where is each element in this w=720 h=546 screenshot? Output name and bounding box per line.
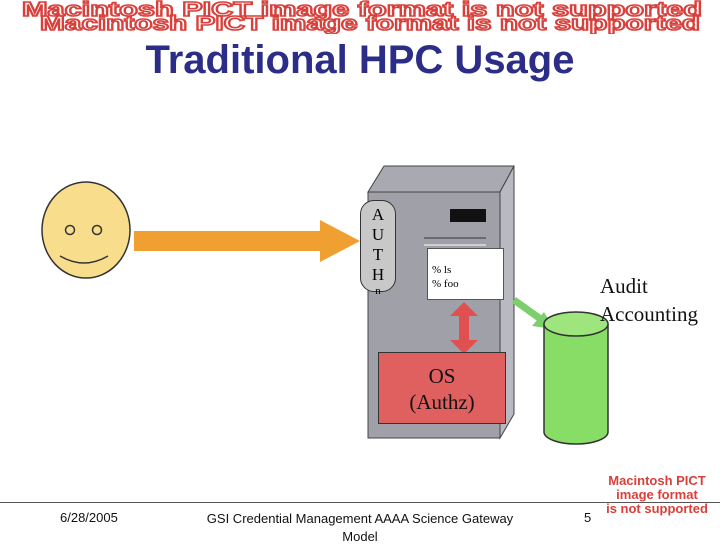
page-number: 5 bbox=[584, 510, 592, 525]
auth-letter: n bbox=[375, 285, 381, 297]
terminal-line: % foo bbox=[432, 278, 459, 290]
slide-title: Traditional HPC Usage bbox=[145, 38, 575, 82]
pict-notice-line: image format bbox=[616, 487, 698, 502]
database-icon bbox=[543, 311, 609, 445]
audit-line: Audit bbox=[600, 274, 648, 298]
auth-letter: U bbox=[371, 225, 385, 244]
accounting-line: Accounting bbox=[600, 302, 698, 326]
os-authz-box: OS (Authz) bbox=[378, 352, 506, 424]
auth-letter: T bbox=[372, 245, 384, 264]
footer-date: 6/28/2005 bbox=[60, 510, 118, 525]
user-smiley-icon bbox=[41, 181, 131, 279]
os-sublabel: (Authz) bbox=[409, 390, 475, 414]
double-arrow bbox=[450, 302, 478, 354]
auth-letter: A bbox=[371, 205, 385, 224]
pict-unsupported-notice: Macintosh PICT image format is not suppo… bbox=[598, 474, 716, 516]
auth-box: A U T H n bbox=[360, 200, 396, 297]
pict-banner-image: Macintosh PICT image format is not suppo… bbox=[21, 0, 703, 34]
os-label: OS bbox=[428, 364, 456, 388]
auth-letter: H bbox=[371, 265, 385, 284]
footer-divider bbox=[0, 502, 720, 503]
footer-title-line: GSI Credential Management AAAA Science G… bbox=[206, 511, 514, 526]
footer-title-line: Model bbox=[342, 529, 378, 544]
terminal-window: % ls % foo bbox=[427, 248, 504, 300]
terminal-line: % ls bbox=[432, 264, 452, 276]
svg-text:Macintosh PICT image format is: Macintosh PICT image format is not suppo… bbox=[40, 13, 700, 34]
pict-notice-line: Macintosh PICT bbox=[608, 473, 706, 488]
footer-title: GSI Credential Management AAAA Science G… bbox=[180, 510, 540, 546]
svg-text:Macintosh PICT image format is: Macintosh PICT image format is not suppo… bbox=[22, 0, 702, 21]
audit-accounting-label: Audit Accounting bbox=[600, 272, 698, 328]
request-arrow bbox=[134, 220, 360, 262]
pict-notice-line: is not supported bbox=[606, 501, 708, 516]
